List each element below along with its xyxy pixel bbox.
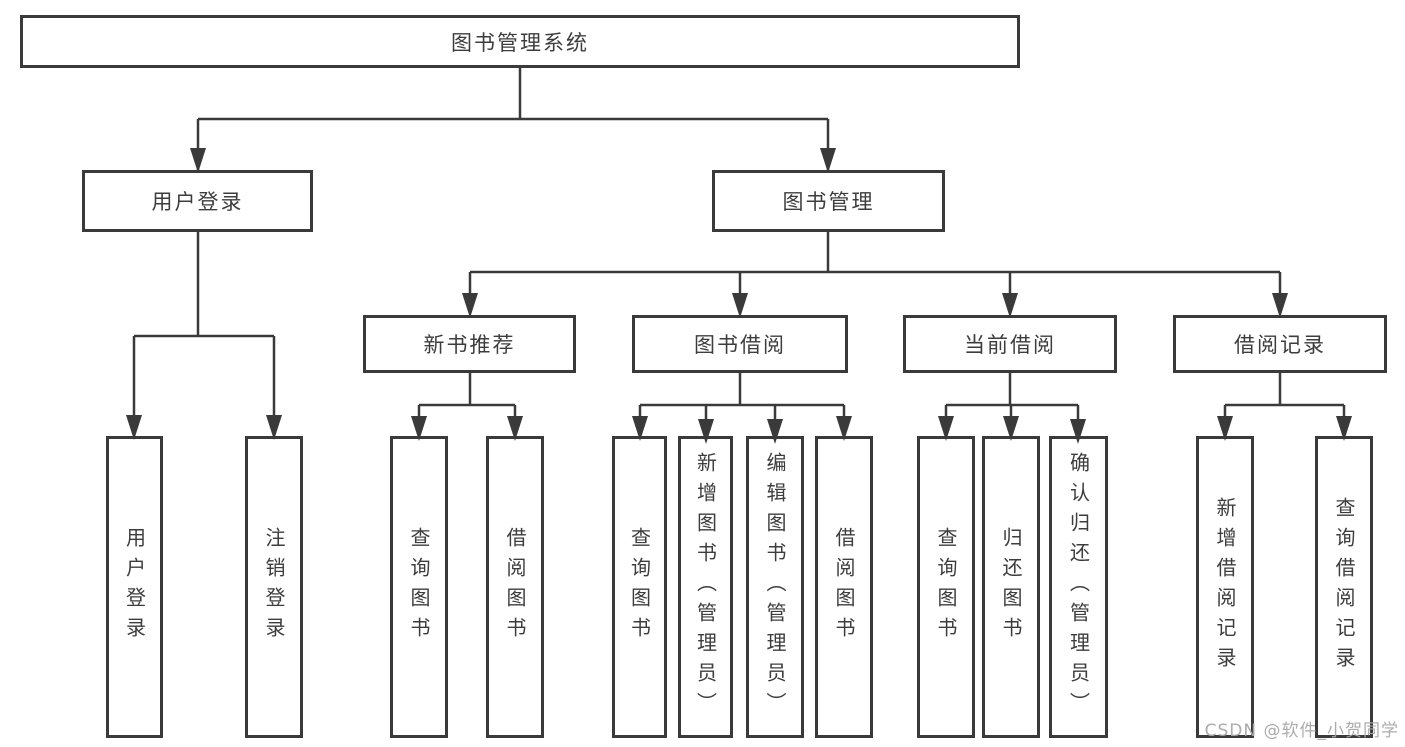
leaf-logout: 注销登录 <box>245 436 303 738</box>
leaf-br-add-record: 新增借阅记录 <box>1196 436 1254 738</box>
connector-borrow-record-group <box>1223 373 1346 432</box>
connector-book-mgmt-group <box>468 232 1282 312</box>
node-borrow-record: 借阅记录 <box>1173 315 1387 373</box>
leaf-bb-query-books-label: 查询图书 <box>627 527 652 647</box>
leaf-br-query-record-label: 查询借阅记录 <box>1332 497 1356 677</box>
connector-book-borrow-group <box>638 373 846 432</box>
leaf-bb-edit-books-admin-label: 编辑图书（管理员） <box>763 452 787 722</box>
connector-current-borrow-group <box>944 373 1080 432</box>
node-book-mgmt-group-label: 图书管理 <box>782 190 875 214</box>
leaf-cb-confirm-return-admin: 确认归还（管理员） <box>1049 436 1108 738</box>
connector-root-to-level2 <box>196 68 830 170</box>
leaf-user-login-label: 用户登录 <box>122 527 147 647</box>
leaf-bb-add-books-admin: 新增图书（管理员） <box>678 436 733 738</box>
leaf-nbr-query-books-label: 查询图书 <box>407 527 431 647</box>
node-borrow-record-label: 借阅记录 <box>1234 333 1326 357</box>
leaf-user-login: 用户登录 <box>106 436 163 738</box>
connector-user-login-group <box>132 232 276 432</box>
leaf-logout-label: 注销登录 <box>262 527 286 647</box>
node-current-borrow-label: 当前借阅 <box>964 333 1056 357</box>
leaf-bb-borrow-books-label: 借阅图书 <box>832 527 856 647</box>
leaf-cb-query-books-label: 查询图书 <box>934 527 958 647</box>
leaf-cb-query-books: 查询图书 <box>917 436 975 738</box>
node-current-borrow: 当前借阅 <box>903 315 1117 373</box>
leaf-bb-edit-books-admin: 编辑图书（管理员） <box>746 436 804 738</box>
node-book-mgmt-group: 图书管理 <box>712 170 945 232</box>
node-book-borrow: 图书借阅 <box>632 315 848 373</box>
node-root-system-label: 图书管理系统 <box>451 30 589 55</box>
leaf-bb-add-books-admin-label: 新增图书（管理员） <box>693 452 718 722</box>
connector-new-book-rec-group <box>417 373 517 432</box>
node-user-login-group: 用户登录 <box>82 170 313 232</box>
node-new-book-rec-label: 新书推荐 <box>423 333 516 357</box>
node-root-system: 图书管理系统 <box>20 15 1020 68</box>
node-user-login-group-label: 用户登录 <box>151 190 244 214</box>
leaf-nbr-borrow-books-label: 借阅图书 <box>503 527 527 647</box>
leaf-br-add-record-label: 新增借阅记录 <box>1213 497 1237 677</box>
node-new-book-rec: 新书推荐 <box>363 315 576 373</box>
leaf-cb-return-books: 归还图书 <box>982 436 1040 738</box>
leaf-bb-query-books: 查询图书 <box>612 436 667 738</box>
leaf-bb-borrow-books: 借阅图书 <box>815 436 873 738</box>
leaf-nbr-query-books: 查询图书 <box>390 436 448 738</box>
node-book-borrow-label: 图书借阅 <box>694 333 786 357</box>
leaf-cb-confirm-return-admin-label: 确认归还（管理员） <box>1066 452 1091 722</box>
leaf-br-query-record: 查询借阅记录 <box>1315 436 1373 738</box>
leaf-nbr-borrow-books: 借阅图书 <box>486 436 544 738</box>
leaf-cb-return-books-label: 归还图书 <box>999 527 1023 647</box>
